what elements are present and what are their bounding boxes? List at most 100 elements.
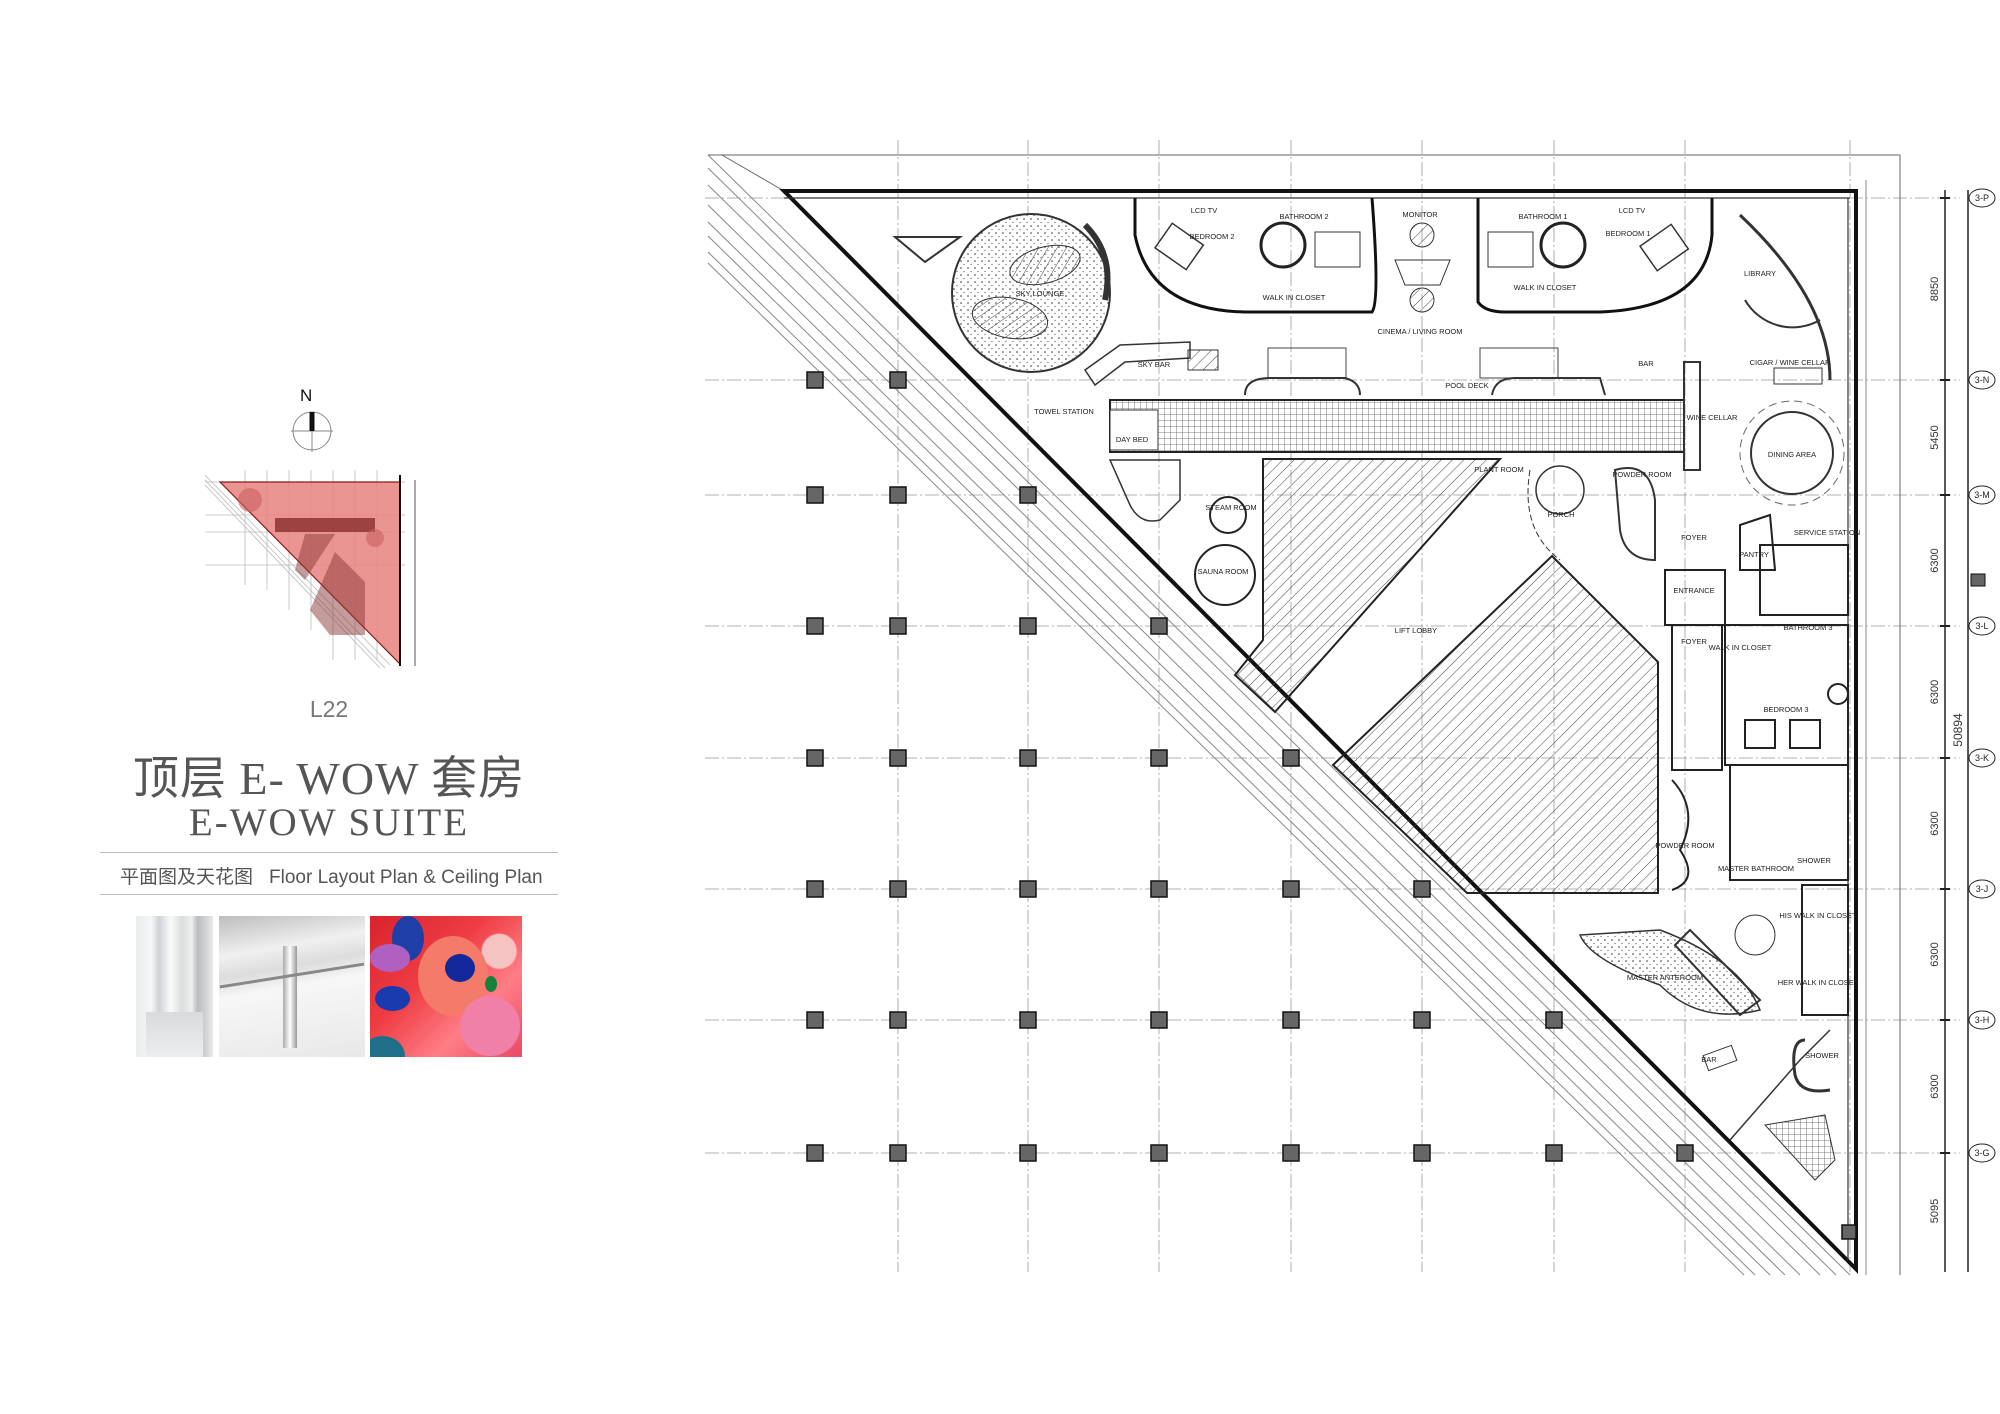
caption-english: Floor Layout Plan & Ceiling Plan [269, 867, 543, 888]
structural-columns [806, 371, 1857, 1240]
column [1282, 1144, 1300, 1162]
marker-block [1970, 573, 1986, 587]
room-label: PLANT ROOM [1474, 465, 1523, 474]
room-label: WALK IN CLOSET [1514, 283, 1577, 292]
grid-axis-label: 3-M [1974, 490, 1990, 500]
column [1150, 1144, 1168, 1162]
dimension-label: 6300 [1929, 1074, 1941, 1098]
room-label: SHOWER [1805, 1051, 1839, 1060]
divider [100, 852, 558, 853]
room-label: POOL DECK [1445, 381, 1488, 390]
room-label: BAR [1701, 1055, 1717, 1064]
grid-axis-label: 3-K [1975, 753, 1989, 763]
room-label: LIFT LOBBY [1395, 626, 1437, 635]
column [889, 371, 907, 389]
column [1150, 617, 1168, 635]
grid-axis-label: 3-J [1976, 884, 1989, 894]
column [1282, 1011, 1300, 1029]
dimension-label: 6300 [1929, 942, 1941, 966]
column [1150, 880, 1168, 898]
caption-chinese: 平面图及天花图 [120, 867, 254, 888]
room-label: FOYER [1681, 533, 1707, 542]
glass-table-leg-photo [219, 916, 365, 1057]
page-title-chinese: 顶层 E- WOW 套房 [132, 753, 526, 804]
grid-axis-bubble [1968, 748, 1996, 768]
plan-caption: 平面图及天花图 Floor Layout Plan & Ceiling Plan [120, 862, 543, 889]
room-label: LCD TV [1191, 206, 1218, 215]
column [1282, 749, 1300, 767]
room-labels: SKY LOUNGE BEDROOM 2 BATHROOM 2 MONITOR … [1016, 206, 1860, 1064]
room-label: SKY BAR [1138, 360, 1171, 369]
room-label: PANTRY [1739, 550, 1769, 559]
dining-table [1750, 411, 1834, 495]
column [889, 617, 907, 635]
master-anteroom-platform [1578, 929, 1762, 1015]
room-label: CINEMA / LIVING ROOM [1377, 327, 1462, 336]
grid-axis-bubble [1968, 879, 1996, 899]
level-label: L22 [309, 696, 349, 722]
room-label: STEAM ROOM [1205, 503, 1256, 512]
room-label: PORCH [1547, 510, 1574, 519]
building-outline [779, 189, 1858, 1274]
grid-axis-bubbles: 3-P3-N3-M3-L3-K3-J3-H3-G [1968, 188, 1996, 1163]
dimension-label: 6300 [1929, 548, 1941, 572]
bedroom-2-pod [1133, 197, 1378, 314]
room-label: BATHROOM 3 [1783, 623, 1832, 632]
total-dimension-label: 50894 [1951, 713, 1965, 747]
column [1019, 749, 1037, 767]
room-label: CIGAR / WINE CELLAR [1750, 358, 1831, 367]
room-label: WALK IN CLOSET [1263, 293, 1326, 302]
room-label: FOYER [1681, 637, 1707, 646]
dimension-label: 5450 [1929, 425, 1941, 449]
upper-service-core [1233, 458, 1503, 714]
column [1545, 1144, 1563, 1162]
column [806, 617, 824, 635]
corridor-photo [136, 916, 213, 1057]
column [806, 486, 824, 504]
grid-axis-bubble [1968, 370, 1996, 390]
room-label: WALK IN CLOSET [1709, 643, 1772, 652]
column [1150, 749, 1168, 767]
page-title-english: E-WOW SUITE [188, 801, 470, 844]
grid-axis-label: 3-G [1974, 1148, 1989, 1158]
room-label: SKY LOUNGE [1016, 289, 1065, 298]
room-label: BEDROOM 1 [1605, 229, 1650, 238]
room-label: DINING AREA [1768, 450, 1816, 459]
column [1150, 1011, 1168, 1029]
room-label: LIBRARY [1744, 269, 1776, 278]
column [1413, 1011, 1431, 1029]
room-label: TOWEL STATION [1034, 407, 1094, 416]
column [889, 1011, 907, 1029]
grid-axis-label: 3-N [1975, 375, 1990, 385]
room-label: MASTER BATHROOM [1718, 864, 1794, 873]
room-label: POWDER ROOM [1612, 470, 1671, 479]
room-label: BEDROOM 2 [1189, 232, 1234, 241]
room-label: POWDER ROOM [1655, 841, 1714, 850]
north-arrow-icon [291, 411, 333, 452]
column [806, 1144, 824, 1162]
room-label: BEDROOM 3 [1763, 705, 1808, 714]
column [1019, 880, 1037, 898]
column [1841, 1224, 1857, 1240]
bedroom-1-pod [1476, 198, 1714, 314]
grid-axis-bubble [1968, 616, 1996, 636]
dimension-label: 5095 [1929, 1199, 1941, 1223]
pool-deck [1109, 399, 1685, 453]
room-label: MASTER ANTEROOM [1627, 973, 1703, 982]
column [889, 486, 907, 504]
key-plan [205, 470, 416, 669]
north-label: N [300, 386, 313, 405]
dimension-label: 8850 [1929, 277, 1941, 301]
column [1413, 1144, 1431, 1162]
room-label: HER WALK IN CLOSET [1778, 978, 1859, 987]
column [1282, 880, 1300, 898]
grid-axis-bubble [1968, 485, 1996, 505]
column [1545, 1011, 1563, 1029]
room-walls [1664, 513, 1849, 1016]
room-label: MONITOR [1402, 210, 1438, 219]
column [806, 880, 824, 898]
grid-axis-label: 3-H [1975, 1015, 1990, 1025]
column [1019, 486, 1037, 504]
room-label: SERVICE STATION [1794, 528, 1860, 537]
